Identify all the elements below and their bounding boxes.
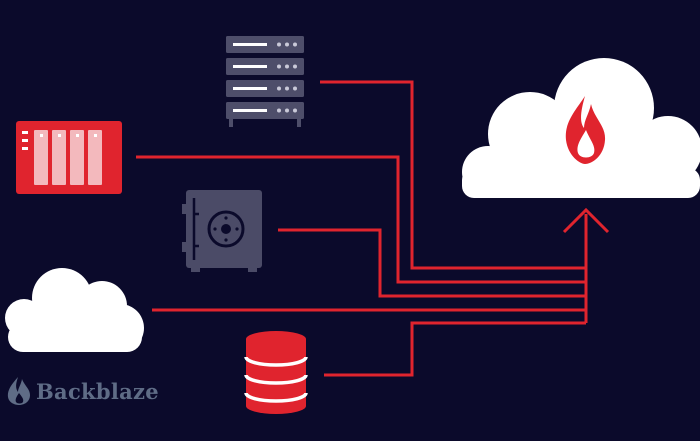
connector-vault bbox=[278, 228, 586, 298]
connector-nas bbox=[136, 155, 586, 284]
backblaze-flame-icon bbox=[565, 96, 606, 164]
backblaze-cloud-icon bbox=[462, 58, 700, 198]
backblaze-logo-icon bbox=[7, 377, 30, 405]
cloud-icon bbox=[5, 268, 144, 352]
upload-arrowhead bbox=[562, 207, 610, 234]
database-icon bbox=[244, 331, 308, 414]
brand-name: Backblaze bbox=[36, 378, 159, 404]
connector-lines bbox=[136, 80, 610, 377]
brand-logo: Backblaze bbox=[6, 374, 159, 408]
rack-server-icon bbox=[226, 36, 304, 127]
connector-database bbox=[324, 321, 586, 377]
safe-icon bbox=[182, 190, 262, 272]
connector-rack-server bbox=[320, 80, 586, 270]
nas-icon bbox=[16, 121, 122, 194]
